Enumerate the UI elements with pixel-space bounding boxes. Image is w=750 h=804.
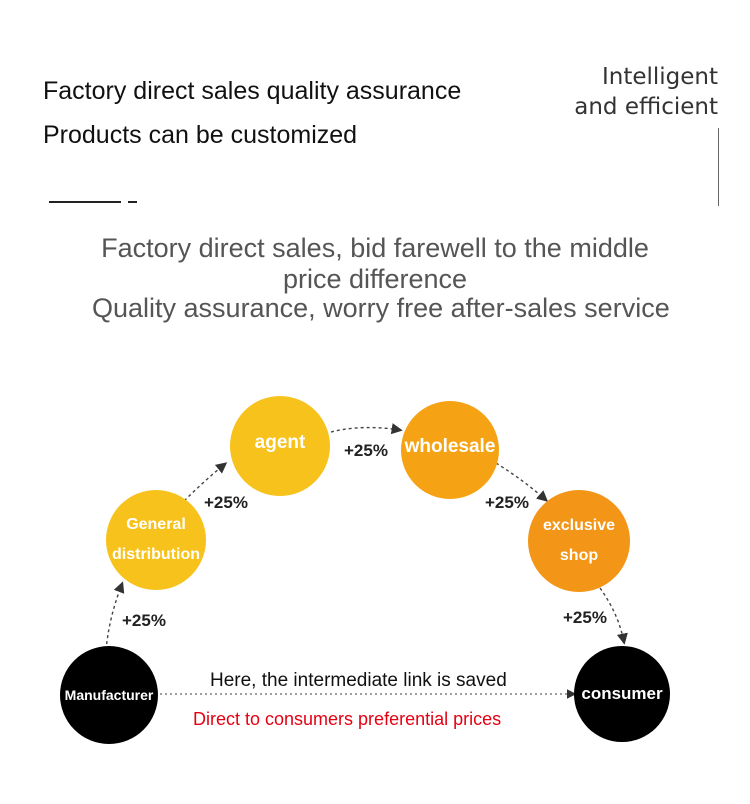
arrow-distribution-to-agent [179, 462, 228, 506]
node-general-distribution-line1: General [126, 516, 186, 533]
divider-dash-long [49, 201, 121, 203]
direct-caption: Here, the intermediate link is saved [210, 670, 507, 691]
node-consumer-label: consumer [581, 684, 663, 703]
arrow-wholesale-to-shop [495, 462, 549, 502]
markup-label-2: +25% [204, 493, 248, 512]
markup-label-3: +25% [344, 441, 388, 460]
side-tagline: Intelligent and efficient [574, 62, 718, 122]
node-exclusive-shop-line1: exclusive [542, 517, 616, 534]
markup-label-1: +25% [122, 611, 166, 630]
arrow-agent-to-wholesale [330, 423, 403, 435]
node-exclusive-shop-line2: shop [559, 547, 599, 564]
node-general-distribution: General distribution [106, 490, 206, 590]
headline-customized: Products can be customized [43, 121, 358, 149]
node-consumer: consumer [574, 646, 670, 742]
node-agent-label: agent [254, 432, 306, 453]
node-manufacturer-label: Manufacturer [64, 687, 154, 703]
arrow-manufacturer-to-distribution [105, 581, 125, 651]
headline-quality: Factory direct sales quality assurance [43, 77, 462, 105]
node-agent: agent [230, 396, 330, 496]
side-tagline-line2: and efficient [574, 94, 718, 120]
arrow-shop-to-consumer [599, 587, 628, 645]
markup-label-4: +25% [485, 493, 529, 512]
node-exclusive-shop: exclusive shop [528, 490, 630, 592]
side-tagline-line1: Intelligent [601, 64, 718, 90]
subtitle-line3: Quality assurance, worry free after-sale… [92, 293, 670, 323]
node-manufacturer: Manufacturer [60, 646, 158, 744]
direct-note: Direct to consumers preferential prices [193, 709, 502, 729]
subtitle-line2: price difference [282, 264, 468, 294]
divider-dash-short [128, 201, 137, 203]
node-wholesale-label: wholesale [404, 436, 496, 457]
subtitle-line1: Factory direct sales, bid farewell to th… [101, 233, 649, 263]
divider-vertical [718, 128, 719, 206]
markup-label-5: +25% [563, 608, 607, 627]
node-general-distribution-line2: distribution [112, 546, 200, 563]
node-wholesale: wholesale [401, 401, 499, 499]
